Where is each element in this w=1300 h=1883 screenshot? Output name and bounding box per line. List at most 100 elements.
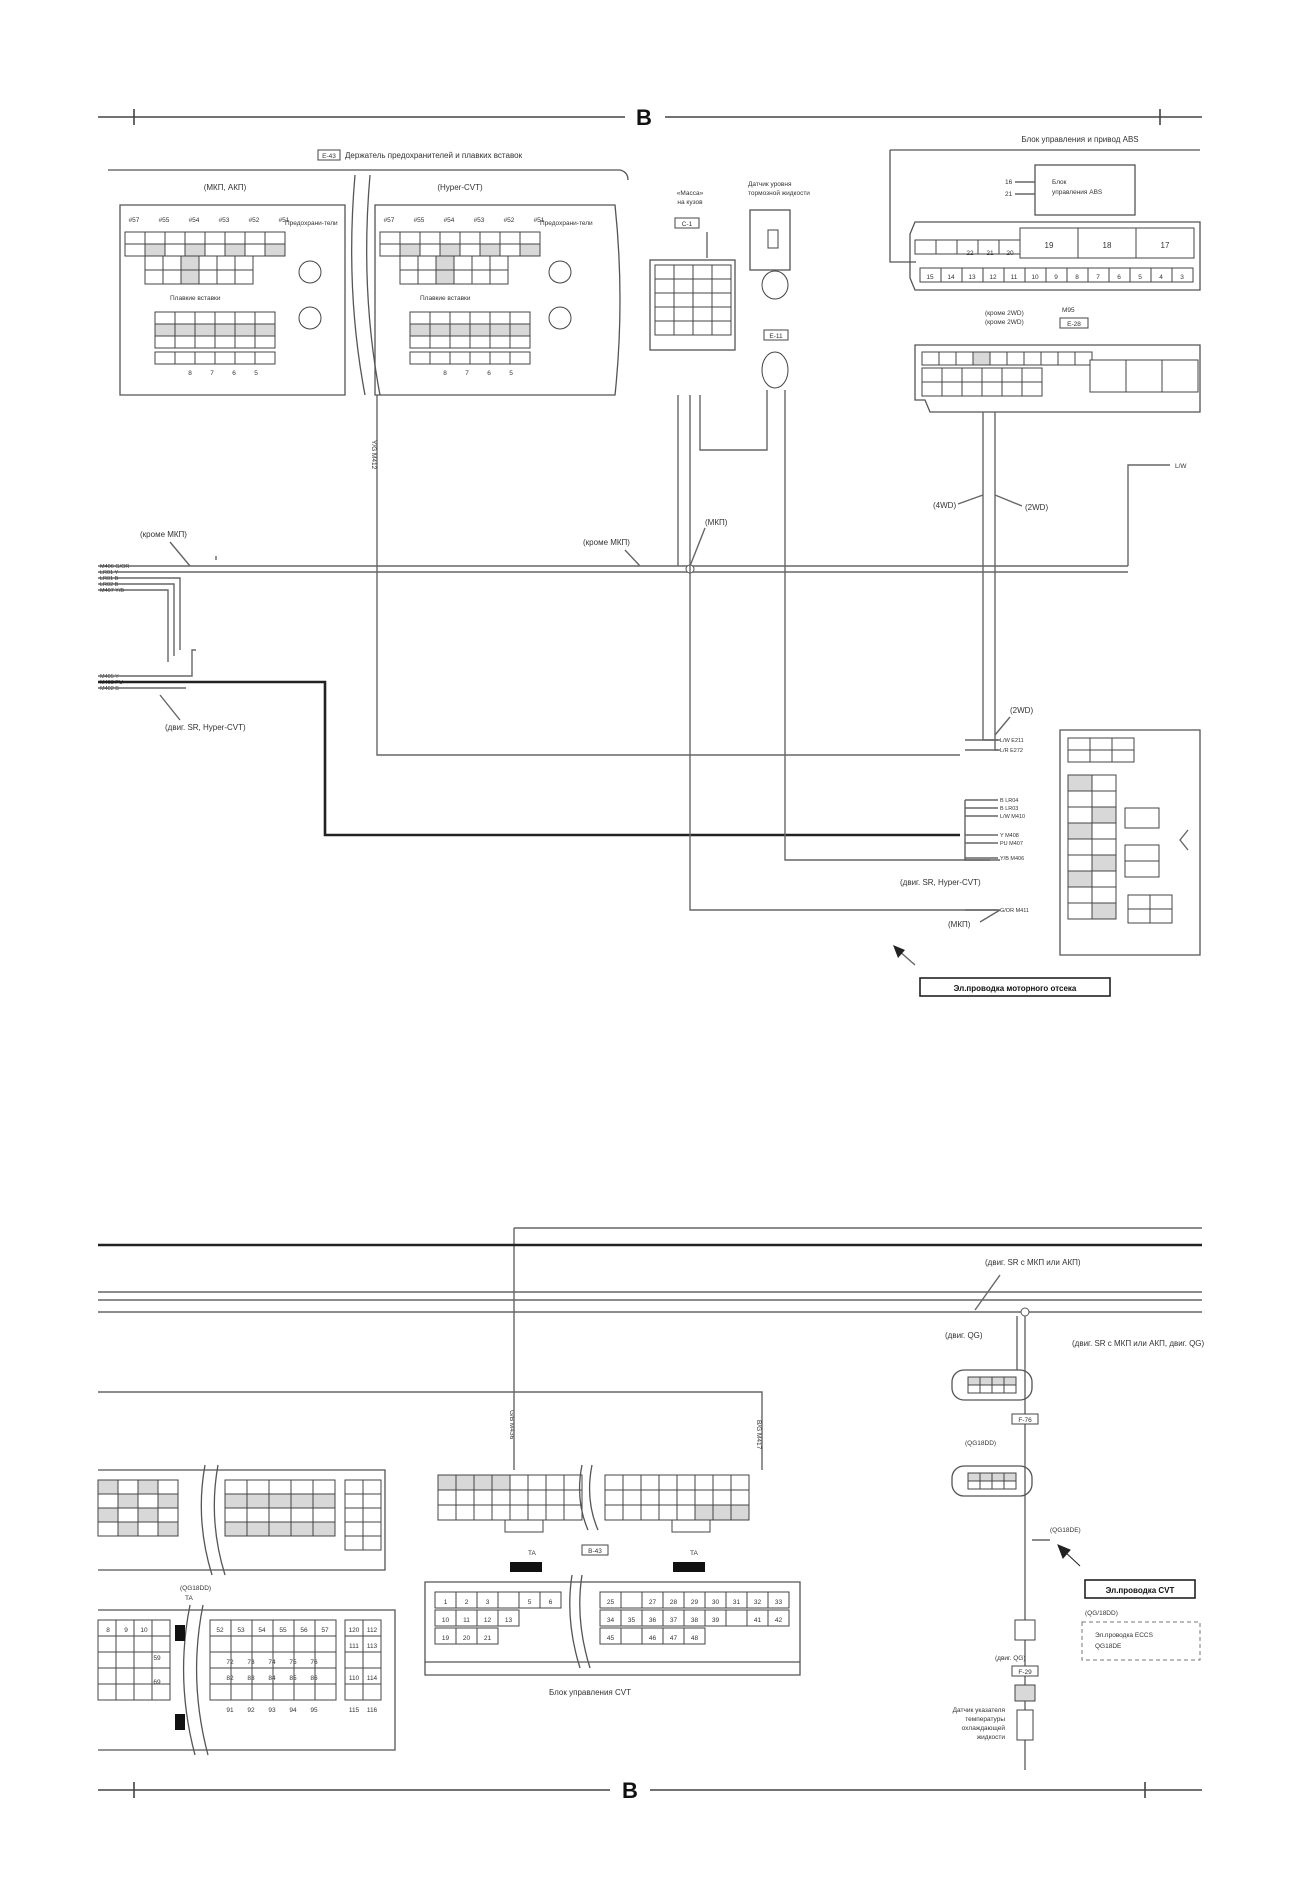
relay-circle (548, 306, 572, 330)
abs-pin-label: 10 (1031, 274, 1039, 281)
ecm-pin (312, 1521, 336, 1537)
pointer-arrow-icon (893, 945, 905, 958)
cvt-pin (563, 1504, 583, 1521)
fuse-cell (471, 269, 491, 285)
abs-pin-21: 21 (1005, 191, 1013, 198)
ecm-pin (97, 1521, 119, 1537)
fuse-cell (399, 269, 419, 285)
cvt-pin-label: 20 (463, 1635, 471, 1642)
cvt-pin (712, 1504, 732, 1521)
ecm-pin (293, 1635, 316, 1653)
abs-pin-label: 20 (1006, 250, 1014, 257)
cvt-pin-label: 25 (607, 1599, 615, 1606)
ground-cell (692, 292, 713, 308)
ecm-pin (268, 1521, 292, 1537)
temp-sensor-1: Датчик указателя (953, 1707, 1006, 1714)
cvt-pin (712, 1474, 732, 1491)
fuse-cell (198, 255, 218, 271)
ecm-pin-label: 120 (349, 1627, 360, 1634)
abs-pin (1171, 267, 1194, 283)
cvt-pin (545, 1504, 565, 1521)
cvt-upper-right-grid (604, 1474, 750, 1533)
fuse-cell (144, 231, 166, 245)
cvt-pin (491, 1474, 511, 1491)
bottom-bus: G/B M436 B/G M417 (двиг. SR с МКП или АК… (98, 1227, 1205, 1770)
ecm-pin (157, 1521, 179, 1537)
cvt-pin-label: 38 (691, 1617, 699, 1624)
ecm-pin (97, 1493, 119, 1509)
fuse-cell (164, 231, 186, 245)
ecm-pin-label: 55 (279, 1627, 287, 1634)
cvt-pin (437, 1504, 457, 1521)
brake-sensor-ref: E-11 (769, 333, 783, 340)
drive-connector: (кроме 2WD) (кроме 2WD) M95 E-28 (914, 307, 1201, 413)
fuse-holder-ref: E-43 (322, 153, 336, 160)
fusible-link-cell (489, 311, 511, 325)
cvt-pin (676, 1504, 696, 1521)
engine-pin (1067, 902, 1093, 920)
left-lower-wire-code: M402 B (100, 686, 119, 692)
fuse-cell (244, 243, 266, 257)
fuse-cell (204, 243, 226, 257)
label-qg-lower: (двиг. QG) (995, 1655, 1026, 1662)
engine-pin (1067, 822, 1093, 840)
cvt-pin (527, 1474, 547, 1491)
label-2wd-lower: (2WD) (1010, 706, 1033, 715)
ecm-pin (115, 1667, 135, 1685)
cvt-pin (640, 1489, 660, 1506)
ecm-pin-label: 112 (367, 1627, 378, 1634)
ground-label-1: «Масса» (677, 190, 704, 197)
ecm-pin (251, 1635, 274, 1653)
fusible-link-cell (174, 323, 196, 337)
ecm-pin (312, 1493, 336, 1509)
drive-pin (955, 351, 974, 366)
ecm-pin (224, 1507, 248, 1523)
section-border-bottom: B (98, 1778, 1202, 1803)
abs-pin-label: 9 (1054, 274, 1058, 281)
fuse-cell (459, 231, 481, 245)
ecm-pin-label: 91 (226, 1707, 234, 1714)
fusible-link-cell (234, 351, 256, 365)
pointer-arrow-icon (1057, 1544, 1081, 1567)
fuse-cell (124, 243, 146, 257)
ecm-pin (246, 1521, 270, 1537)
fuse-number-label: #53 (219, 217, 230, 224)
fusible-link-cell (154, 335, 176, 349)
fuse-cell (198, 269, 218, 285)
label-ta-mid: TA (528, 1550, 536, 1557)
ecm-pin (115, 1651, 135, 1669)
ecm-pin-label: 69 (153, 1679, 161, 1686)
cvt-pin-label: 11 (463, 1617, 470, 1624)
ecm-pin (272, 1683, 295, 1701)
cvt-pin (545, 1489, 565, 1506)
fuse-cell (439, 231, 461, 245)
drive-pin (1040, 351, 1059, 366)
ecm-pin (314, 1683, 337, 1701)
right-edge-label: L/W (1175, 463, 1187, 470)
fusible-link-cell (234, 335, 256, 349)
engine-pin (1091, 870, 1117, 888)
fusible-link-cell (469, 323, 491, 337)
ground-cell (692, 320, 713, 336)
ecm-pin (137, 1507, 159, 1523)
abs-pin (914, 239, 937, 255)
cvt-pin (545, 1474, 565, 1491)
ecc-wiring-2: QG18DE (1095, 1643, 1122, 1650)
fusible-link-cell (429, 311, 451, 325)
right-wire-code: L/W M410 (1000, 814, 1025, 820)
ecm-pin (133, 1651, 153, 1669)
left-wire-code: LR01 B (100, 576, 119, 582)
cvt-pin (455, 1504, 475, 1521)
ecm-pin (268, 1493, 292, 1509)
relay-circle (298, 260, 322, 284)
cvt-pin (767, 1609, 790, 1627)
section-mark-top: B (636, 105, 652, 130)
cvt-pin-label: 10 (442, 1617, 450, 1624)
ecm-pin (246, 1493, 270, 1509)
cvt-pin-label: 34 (607, 1617, 615, 1624)
ecm-pin (362, 1479, 382, 1495)
ecm-pin (137, 1479, 159, 1495)
fusible-link-cell (509, 351, 531, 365)
